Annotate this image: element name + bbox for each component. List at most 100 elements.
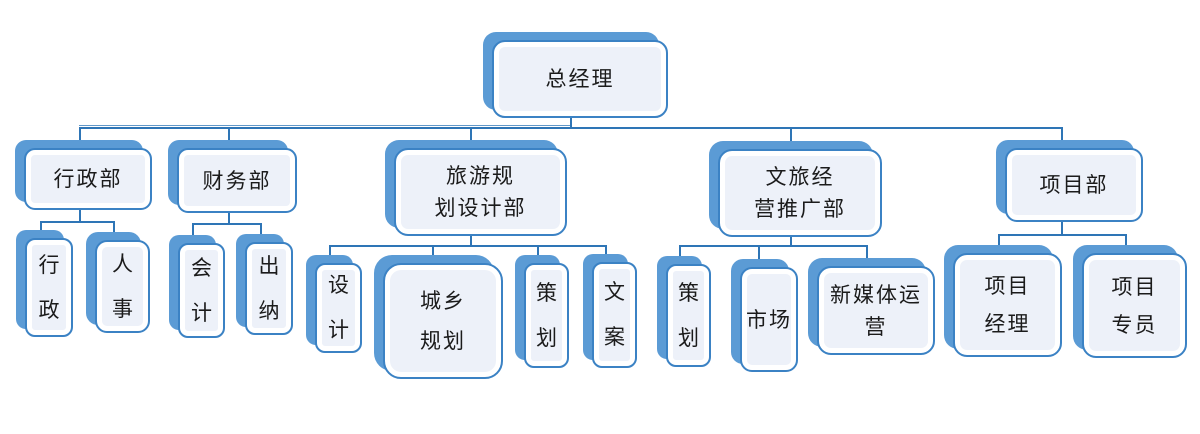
connector-line [570, 118, 572, 128]
node-label-line: 出 [258, 253, 280, 278]
org-node-strategy-planning: 策 划 [515, 255, 569, 368]
node-label: 财务部 [202, 168, 272, 193]
org-node-urban-planning: 城乡 规划 [374, 255, 503, 379]
org-node-project-dept: 项目部 [996, 140, 1143, 222]
node-label-line: 经理 [984, 312, 1031, 336]
node-label-line: 新媒体运 [830, 282, 922, 307]
connector-line [1061, 222, 1063, 235]
connector-line [432, 247, 434, 257]
connector-line [260, 225, 262, 234]
connector-line [329, 245, 607, 247]
connector-line [329, 247, 331, 255]
node-label-line: 政 [38, 297, 60, 322]
connector-line [537, 247, 539, 255]
connector-line [79, 210, 81, 222]
connector-line [79, 128, 81, 141]
org-node-project-manager: 项目 经理 [944, 245, 1062, 357]
connector-line [790, 128, 792, 141]
node-label: 总经理 [545, 67, 615, 91]
connector-line [228, 213, 230, 224]
node-label-line: 计 [328, 318, 349, 342]
node-face: 项目 专员 [1082, 253, 1187, 358]
node-label-line: 策 [678, 280, 699, 305]
node-label-line: 营 [864, 314, 888, 339]
connector-line [228, 128, 230, 141]
org-node-market: 市场 [731, 259, 798, 372]
node-label-line: 文旅经 [765, 165, 835, 189]
connector-line [79, 125, 570, 126]
node-label-line: 专员 [1111, 312, 1158, 337]
connector-line [679, 247, 681, 256]
node-label-line: 行 [38, 252, 60, 277]
node-face: 总经理 [492, 40, 668, 118]
node-label-line: 划 [536, 325, 557, 350]
node-face: 文旅经 营推广部 [718, 149, 882, 237]
org-node-tourism-planning-dept: 旅游规 划设计部 [385, 140, 567, 236]
connector-line [1125, 236, 1127, 245]
node-label-line: 旅游规 [446, 164, 515, 188]
node-face: 行政部 [24, 148, 152, 210]
node-face: 出 纳 [245, 242, 293, 335]
node-label-line: 划 [678, 325, 699, 350]
node-face: 策 划 [524, 263, 569, 368]
connector-line [998, 234, 1127, 236]
org-node-design: 设 计 [306, 255, 362, 353]
org-node-copywriting: 文 案 [583, 254, 637, 368]
org-node-cashier: 出 纳 [236, 234, 293, 335]
node-label-line: 会 [191, 255, 212, 280]
node-face: 会 计 [178, 243, 225, 338]
org-node-new-media: 新媒体运 营 [808, 258, 935, 355]
node-face: 设 计 [315, 263, 362, 353]
node-label: 市场 [746, 307, 792, 332]
node-face: 项目部 [1005, 148, 1143, 222]
node-label-line: 人 [112, 251, 133, 276]
org-node-culture-tourism-marketing-dept: 文旅经 营推广部 [709, 141, 882, 237]
node-label-line: 事 [112, 296, 133, 321]
node-label-line: 项目 [1111, 274, 1158, 299]
org-node-finance-dept: 财务部 [168, 140, 297, 213]
node-label-line: 城乡 [420, 289, 466, 313]
node-label-line: 项目 [984, 274, 1031, 298]
connector-line [605, 247, 607, 254]
node-label-line: 规划 [420, 329, 466, 353]
node-face: 市场 [740, 267, 798, 372]
connector-line [40, 221, 115, 223]
connector-line [758, 247, 760, 259]
org-node-admin-dept: 行政部 [15, 140, 152, 210]
connector-line [470, 128, 472, 141]
node-label-line: 案 [604, 325, 625, 349]
node-face: 项目 经理 [953, 253, 1062, 357]
node-face: 新媒体运 营 [817, 266, 935, 355]
node-label: 行政部 [53, 167, 123, 191]
connector-line [192, 223, 262, 225]
node-label-line: 纳 [258, 298, 280, 323]
node-label-line: 营推广部 [754, 197, 846, 221]
node-face: 财务部 [177, 148, 297, 213]
node-face: 文 案 [592, 262, 637, 368]
node-label-line: 划设计部 [434, 196, 527, 220]
org-node-accounting: 会 计 [169, 235, 225, 338]
node-label-line: 文 [604, 280, 625, 304]
node-label: 项目部 [1039, 173, 1109, 197]
node-label-line: 策 [536, 280, 557, 305]
node-face: 城乡 规划 [383, 263, 503, 379]
connector-line [40, 223, 42, 232]
connector-line [679, 245, 868, 247]
node-face: 策 划 [666, 264, 711, 367]
connector-line [79, 127, 1063, 129]
node-face: 旅游规 划设计部 [394, 148, 567, 236]
connector-line [470, 236, 472, 246]
connector-line [998, 236, 1000, 245]
node-face: 人 事 [95, 240, 150, 333]
connector-line [1061, 128, 1063, 141]
node-label-line: 计 [191, 300, 212, 325]
org-node-admin: 行 政 [16, 230, 73, 337]
connector-line [866, 247, 868, 258]
node-face: 行 政 [25, 238, 73, 337]
node-label-line: 设 [328, 273, 349, 297]
connector-line [790, 237, 792, 246]
org-node-general-manager: 总经理 [483, 32, 668, 118]
connector-line [113, 223, 115, 233]
org-node-project-specialist: 项目 专员 [1073, 245, 1187, 358]
